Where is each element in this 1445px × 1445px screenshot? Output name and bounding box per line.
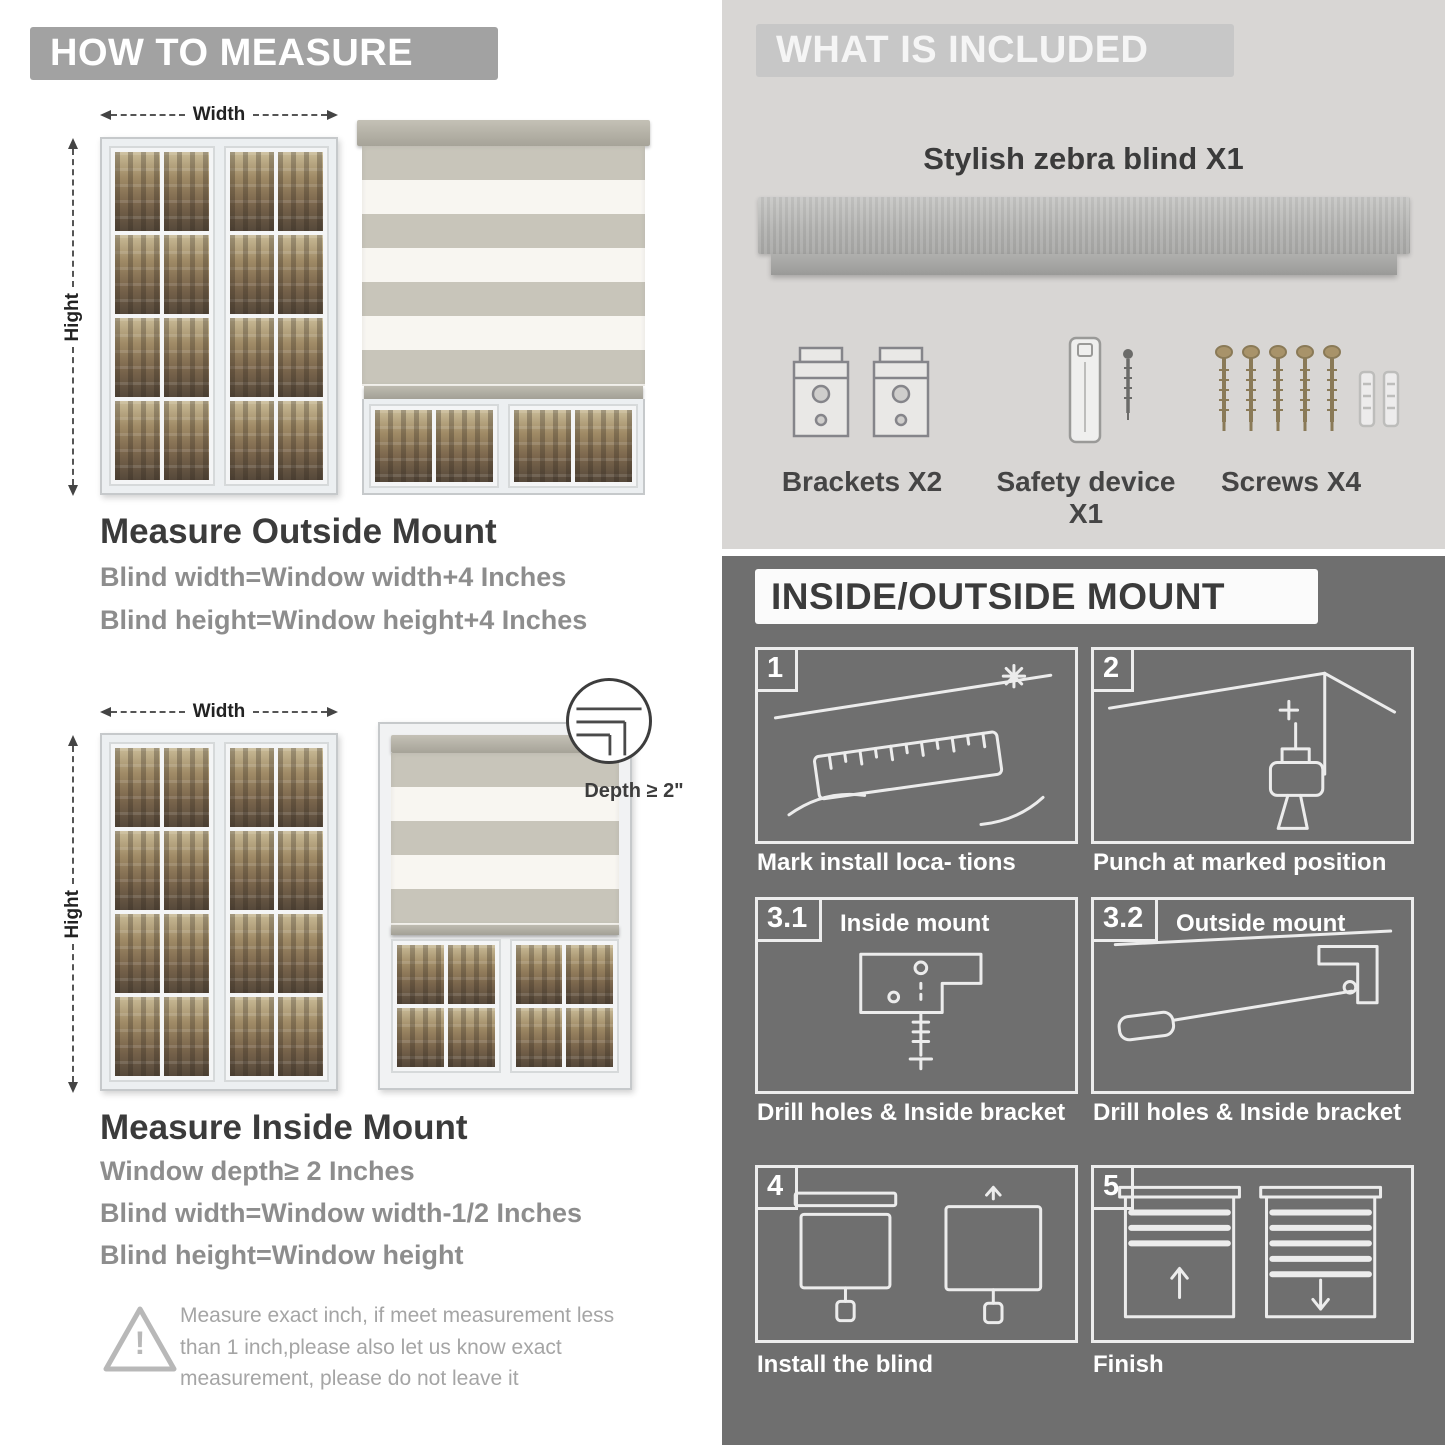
zebra-blind-headrail-lip bbox=[771, 254, 1397, 275]
depth-label: Depth ≥ 2" bbox=[584, 780, 684, 802]
step-caption-3-2: Drill holes & Inside bracket bbox=[1093, 1099, 1402, 1126]
step-caption-2: Punch at marked position bbox=[1093, 849, 1387, 876]
what-is-included-banner: WHAT IS INCLUDED bbox=[756, 24, 1234, 77]
inside-window-illustration bbox=[100, 733, 338, 1091]
how-to-measure-banner: HOW TO MEASURE bbox=[30, 27, 498, 80]
arrow-up-icon bbox=[68, 138, 78, 149]
arrow-down-icon bbox=[68, 485, 78, 497]
measure-mark-illustration bbox=[758, 650, 1075, 841]
step-box-2: 2 bbox=[1091, 647, 1414, 844]
install-blind-illustration bbox=[758, 1168, 1075, 1340]
inside-width-arrow: Width bbox=[100, 701, 338, 722]
mount-banner: INSIDE/OUTSIDE MOUNT bbox=[755, 569, 1318, 624]
inside-bracket-illustration bbox=[758, 900, 1075, 1091]
outside-rule-1: Blind width=Window width+4 Inches bbox=[100, 562, 567, 592]
blind-rail bbox=[391, 925, 619, 935]
window-sash bbox=[223, 146, 329, 486]
arrow-left-icon bbox=[100, 707, 111, 717]
outside-rule-2: Blind height=Window height+4 Inches bbox=[100, 605, 588, 635]
step-caption-5: Finish bbox=[1093, 1351, 1164, 1378]
depth-detail-circle bbox=[566, 678, 652, 764]
screws-label: Screws X4 bbox=[1220, 466, 1362, 497]
inside-rule-1: Window depth≥ 2 Inches bbox=[100, 1156, 415, 1186]
inside-mount-heading: Measure Inside Mount bbox=[100, 1108, 468, 1147]
blind-stripes bbox=[391, 753, 619, 925]
window-sash bbox=[509, 939, 619, 1073]
window-sash bbox=[109, 146, 215, 486]
drill-illustration bbox=[1094, 650, 1411, 841]
window-below-blind bbox=[391, 939, 619, 1073]
step-number: 1 bbox=[758, 650, 799, 692]
arrow-down-icon bbox=[68, 1082, 78, 1094]
inside-rule-3: Blind height=Window height bbox=[100, 1240, 464, 1270]
step-title: Inside mount bbox=[840, 910, 990, 937]
depth-detail-icon bbox=[576, 707, 642, 756]
blind-stripes bbox=[362, 146, 645, 386]
width-label: Width bbox=[192, 104, 246, 125]
inside-blind-illustration bbox=[378, 722, 632, 1090]
step-box-3-1: 3.1 Inside mount bbox=[755, 897, 1078, 1094]
brackets-label: Brackets X2 bbox=[781, 466, 943, 497]
window-sash bbox=[223, 742, 329, 1082]
brackets-icon bbox=[792, 346, 930, 438]
blind-rail bbox=[364, 386, 643, 399]
window-sash bbox=[391, 939, 501, 1073]
product-title: Stylish zebra blind X1 bbox=[923, 141, 1244, 176]
step-box-5: 5 bbox=[1091, 1165, 1414, 1343]
arrow-right-icon bbox=[327, 110, 338, 120]
inside-rule-2: Blind width=Window width-1/2 Inches bbox=[100, 1198, 583, 1228]
step-title: Outside mount bbox=[1176, 910, 1346, 937]
warning-triangle-icon: ! bbox=[100, 1303, 180, 1375]
step-number: 4 bbox=[758, 1168, 799, 1210]
width-label: Width bbox=[192, 701, 246, 722]
arrow-up-icon bbox=[68, 735, 78, 746]
finish-illustration bbox=[1094, 1168, 1411, 1340]
outside-height-arrow: Hight bbox=[62, 138, 84, 497]
safety-device-label: Safety device X1 bbox=[996, 466, 1176, 529]
arrow-right-icon bbox=[327, 707, 338, 717]
outside-blind-illustration bbox=[357, 120, 650, 497]
step-number: 2 bbox=[1094, 650, 1135, 692]
zebra-blind-headrail bbox=[758, 197, 1410, 254]
height-label: Hight bbox=[62, 889, 83, 939]
outside-window-illustration bbox=[100, 137, 338, 495]
step-box-4: 4 bbox=[755, 1165, 1078, 1343]
step-box-3-2: 3.2 Outside mount bbox=[1091, 897, 1414, 1094]
blind-cassette bbox=[391, 735, 619, 753]
step-box-1: 1 bbox=[755, 647, 1078, 844]
step-caption-4: Install the blind bbox=[757, 1351, 934, 1378]
outside-mount-heading: Measure Outside Mount bbox=[100, 512, 497, 551]
window-below-blind bbox=[362, 399, 645, 495]
inside-height-arrow: Hight bbox=[62, 735, 84, 1094]
step-number: 3.1 bbox=[758, 900, 823, 942]
warning-text: Measure exact inch, if meet measurement … bbox=[180, 1304, 615, 1390]
arrow-left-icon bbox=[100, 110, 111, 120]
window-sash bbox=[369, 404, 499, 488]
window-sash bbox=[508, 404, 638, 488]
step-caption-3-1: Drill holes & Inside bracket bbox=[757, 1099, 1066, 1126]
step-number: 5 bbox=[1094, 1168, 1135, 1210]
safety-device-icon bbox=[1068, 336, 1133, 444]
blind-cassette bbox=[357, 120, 650, 146]
screws-icon bbox=[1215, 344, 1400, 433]
outside-width-arrow: Width bbox=[100, 104, 338, 125]
outside-bracket-illustration bbox=[1094, 900, 1411, 1091]
step-caption-1: Mark install loca- tions bbox=[757, 849, 1016, 876]
height-label: Hight bbox=[62, 292, 83, 342]
warning-exclamation: ! bbox=[134, 1325, 146, 1361]
window-sash bbox=[109, 742, 215, 1082]
step-number: 3.2 bbox=[1094, 900, 1159, 942]
